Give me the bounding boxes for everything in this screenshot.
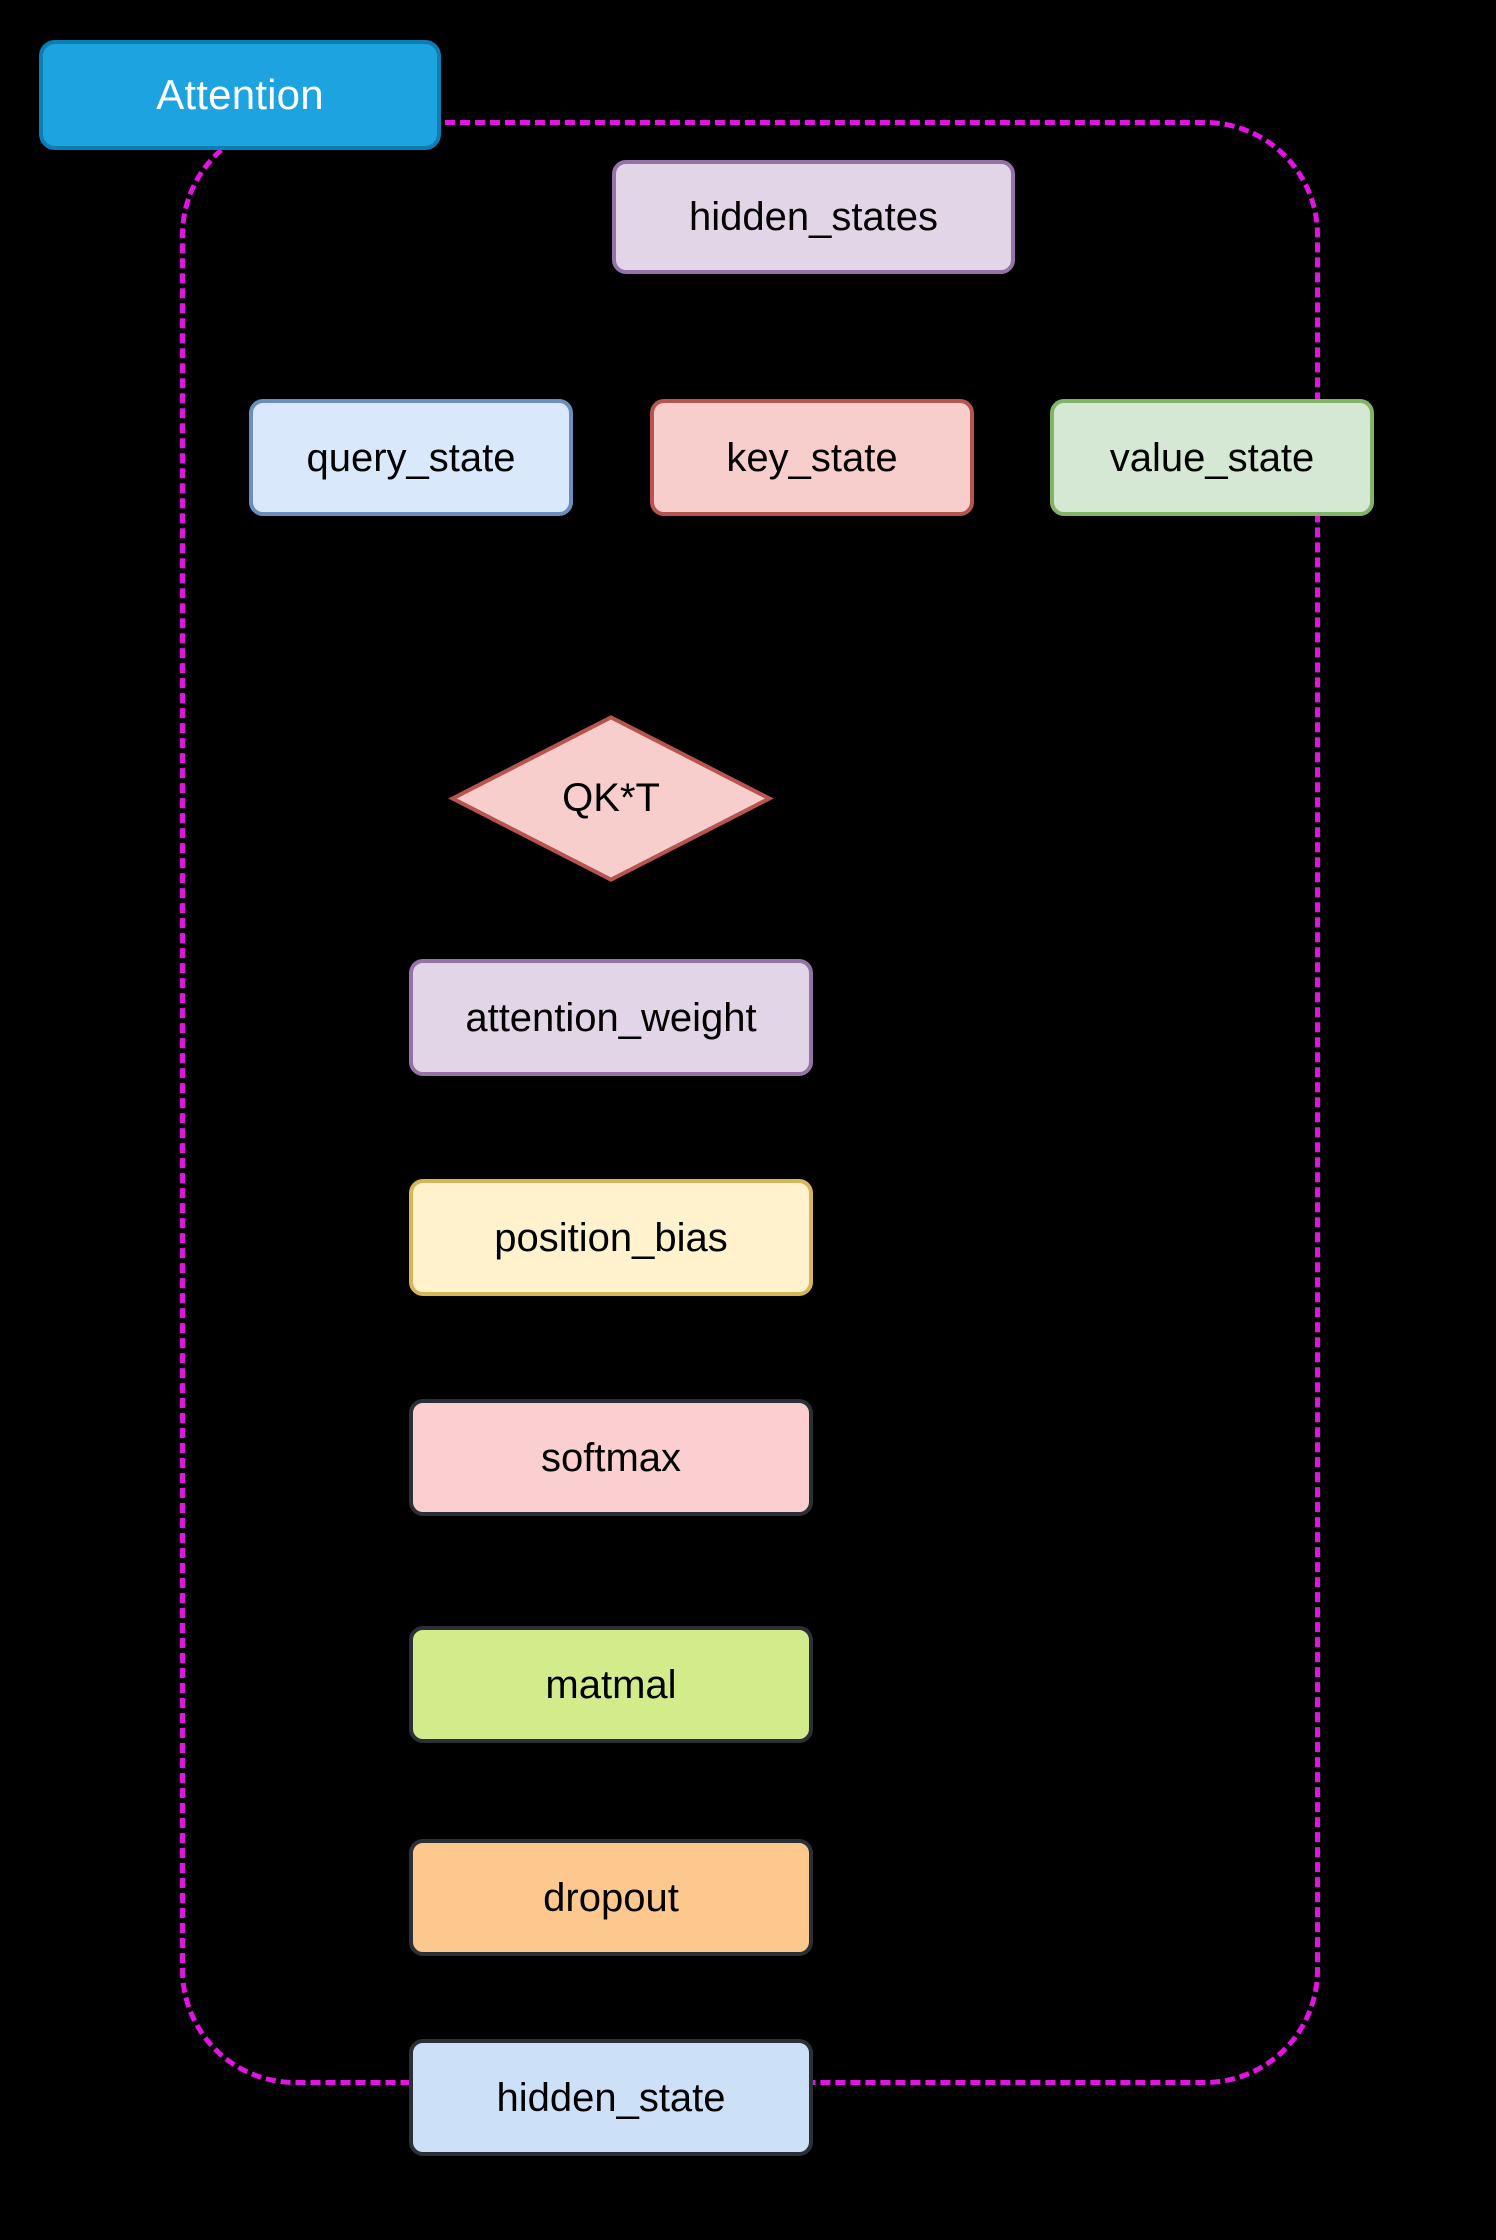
node-hidden-states[interactable]: hidden_states: [612, 160, 1015, 274]
node-matmal[interactable]: matmal: [409, 1626, 813, 1743]
diamond-shape-icon: [446, 714, 776, 883]
node-dropout[interactable]: dropout: [409, 1839, 813, 1956]
node-key-state[interactable]: key_state: [650, 399, 974, 516]
node-position-bias[interactable]: position_bias: [409, 1179, 813, 1296]
node-hidden-state[interactable]: hidden_state: [409, 2039, 813, 2156]
node-value-state[interactable]: value_state: [1050, 399, 1374, 516]
node-qk-transpose[interactable]: QK*T: [446, 714, 776, 883]
node-attention-weight[interactable]: attention_weight: [409, 959, 813, 1076]
subgraph-title-attention[interactable]: Attention: [39, 40, 441, 150]
node-softmax[interactable]: softmax: [409, 1399, 813, 1516]
node-query-state[interactable]: query_state: [249, 399, 573, 516]
